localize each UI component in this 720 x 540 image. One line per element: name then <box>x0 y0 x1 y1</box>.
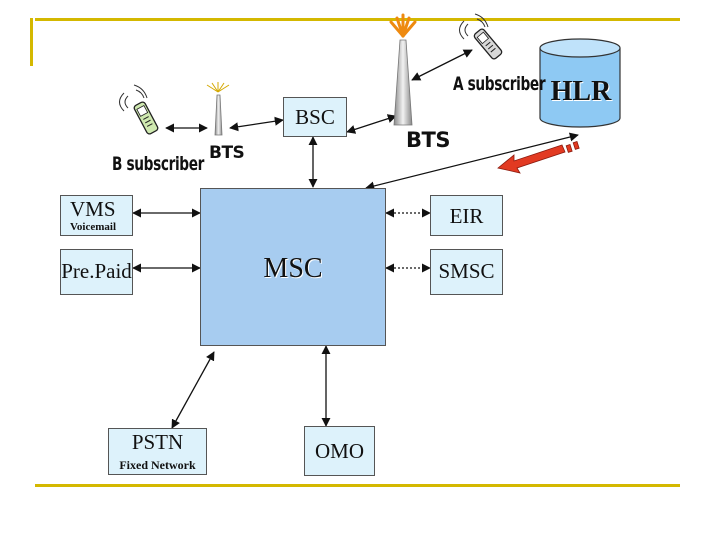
link-btsleft-bsc <box>229 116 284 132</box>
omo-box[interactable]: OMO <box>304 426 375 476</box>
bts-right-label: BTS <box>406 128 450 152</box>
top-rule <box>35 18 680 21</box>
pstn-box[interactable]: PSTN Fixed Network <box>108 428 207 475</box>
link-msc-pstn <box>171 351 215 429</box>
dotted-links <box>385 208 431 273</box>
vms-label: VMS <box>70 197 116 221</box>
eir-box[interactable]: EIR <box>430 195 503 236</box>
bts-left-label: BTS <box>209 143 245 163</box>
database-cylinder-icon <box>539 38 621 128</box>
msc-label: MSC <box>263 253 323 284</box>
link-hlr-msc <box>365 132 579 191</box>
a-subscriber-label: A subscriber <box>453 73 546 95</box>
msc-box[interactable]: MSC <box>200 188 386 346</box>
signal-waves-icon-a <box>459 13 489 40</box>
eir-label: EIR <box>449 204 484 228</box>
smsc-label: SMSC <box>438 259 495 283</box>
red-signal-arrow <box>497 141 580 174</box>
bottom-rule <box>35 484 680 487</box>
signal-waves-icon-b <box>119 84 148 112</box>
vms-box[interactable]: VMS Voicemail <box>60 195 133 236</box>
pstn-label: PSTN <box>131 430 184 454</box>
b-subscriber-label: B subscriber <box>112 153 205 175</box>
antenna-tower-icon-left <box>206 82 230 136</box>
hlr-label[interactable]: HLR <box>550 76 612 107</box>
omo-label: OMO <box>314 439 364 463</box>
mobile-phone-icon-b <box>133 101 159 135</box>
bsc-box[interactable]: BSC <box>283 97 347 137</box>
antenna-tower-icon-right <box>389 13 417 126</box>
pstn-sub-label: Fixed Network <box>119 458 196 472</box>
prepaid-box[interactable]: Pre.Paid <box>60 249 133 295</box>
prepaid-label: Pre.Paid <box>61 259 132 283</box>
mobile-phone-icon-a <box>473 28 503 60</box>
smsc-box[interactable]: SMSC <box>430 249 503 295</box>
left-rule <box>30 18 33 66</box>
vms-sub-label: Voicemail <box>70 221 117 233</box>
solid-links <box>132 49 579 429</box>
link-bsc-btsright <box>346 114 397 134</box>
link-aphone-btsright <box>411 49 473 81</box>
bsc-label: BSC <box>295 105 335 129</box>
